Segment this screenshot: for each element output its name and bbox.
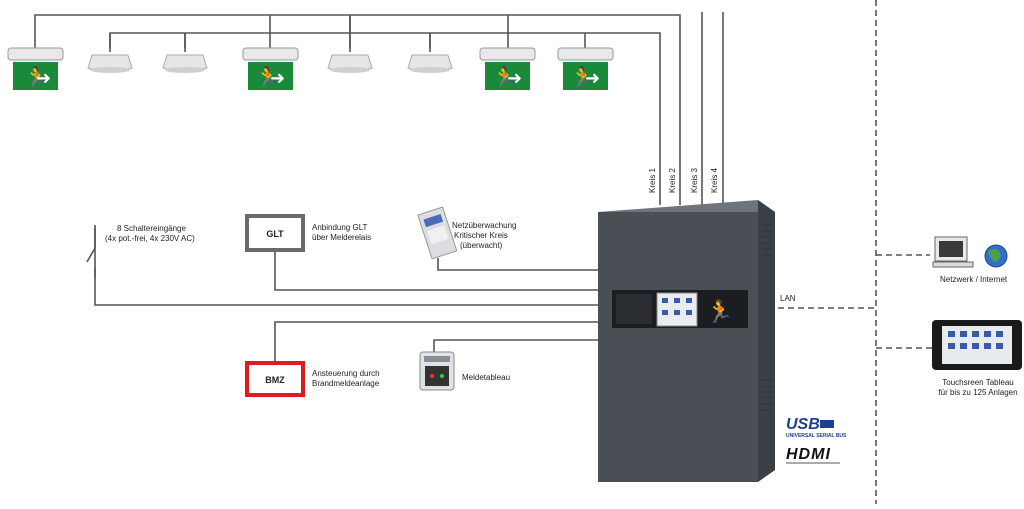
circuit-label: Kreis 2 [668,168,677,193]
central-battery-cabinet: 🏃 [598,200,775,482]
touchscreen-label: Touchsreen Tableau [942,378,1013,387]
indicator-panel-label: Meldetableau [462,373,510,382]
exit-sign-luminaire: 🏃 ➜ [557,47,614,90]
switch-inputs-label: 8 Schaltereingänge [117,224,186,233]
voltage-monitor-module [417,206,458,260]
touchscreen-tableau [932,320,1022,370]
svg-text:🏃: 🏃 [492,65,517,89]
switch-inputs-sublabel: (4x pot.-frei, 4x 230V AC) [105,234,195,243]
globe-icon [984,244,1008,268]
glt-description: Anbindung GLT [312,223,368,232]
ceiling-lamp [407,54,453,73]
svg-text:➜: ➜ [507,68,522,88]
bmz-box [245,361,305,397]
monitor-label: Kritischer Kreis [454,231,508,240]
svg-text:🏃: 🏃 [255,65,280,89]
lan-label: LAN [780,294,796,303]
svg-text:USB: USB [786,416,820,433]
exit-sign-luminaire: 🏃 ➜ [7,47,64,90]
touchscreen-label: für bis zu 125 Anlagen [938,388,1017,397]
svg-text:HDMI: HDMI [786,446,831,463]
svg-text:🏃: 🏃 [570,65,595,89]
monitor-label: (überwacht) [460,241,503,250]
bmz-description: Ansteuerung durch [312,369,380,378]
ceiling-lamp [87,54,133,73]
exit-sign-luminaire: 🏃 ➜ [479,47,536,90]
running-man-icon: 🏃 [24,65,49,89]
monitor-label: Netzüberwachung [452,221,516,230]
network-lines [768,0,932,504]
glt-box [245,214,305,252]
ceiling-lamp [162,54,208,73]
usb-logo: USB UNIVERSAL SERIAL BUS [786,416,847,439]
circuit-label: Kreis 3 [690,168,699,193]
running-man-icon: 🏃 [706,299,733,324]
svg-text:➜: ➜ [270,68,285,88]
hdmi-logo: HDMI [786,446,840,464]
svg-text:➜: ➜ [585,68,600,88]
switch-symbol [86,225,96,278]
computer-icon [932,236,974,268]
wiring [34,12,724,365]
exit-sign-luminaire: 🏃 ➜ [242,47,299,90]
glt-description: über Melderelais [312,233,371,242]
circuit-label: Kreis 4 [710,168,719,193]
circuit-label: Kreis 1 [648,168,657,193]
bmz-description: Brandmeldeanlage [312,379,380,388]
glt-box-label: GLT [266,229,284,239]
svg-text:UNIVERSAL SERIAL BUS: UNIVERSAL SERIAL BUS [786,433,847,439]
network-label: Netzwerk / Internet [940,275,1008,284]
ceiling-lamp [327,54,373,73]
bmz-box-label: BMZ [265,375,285,385]
arrow-right-icon: ➜ [36,68,51,88]
indicator-panel [419,351,455,391]
